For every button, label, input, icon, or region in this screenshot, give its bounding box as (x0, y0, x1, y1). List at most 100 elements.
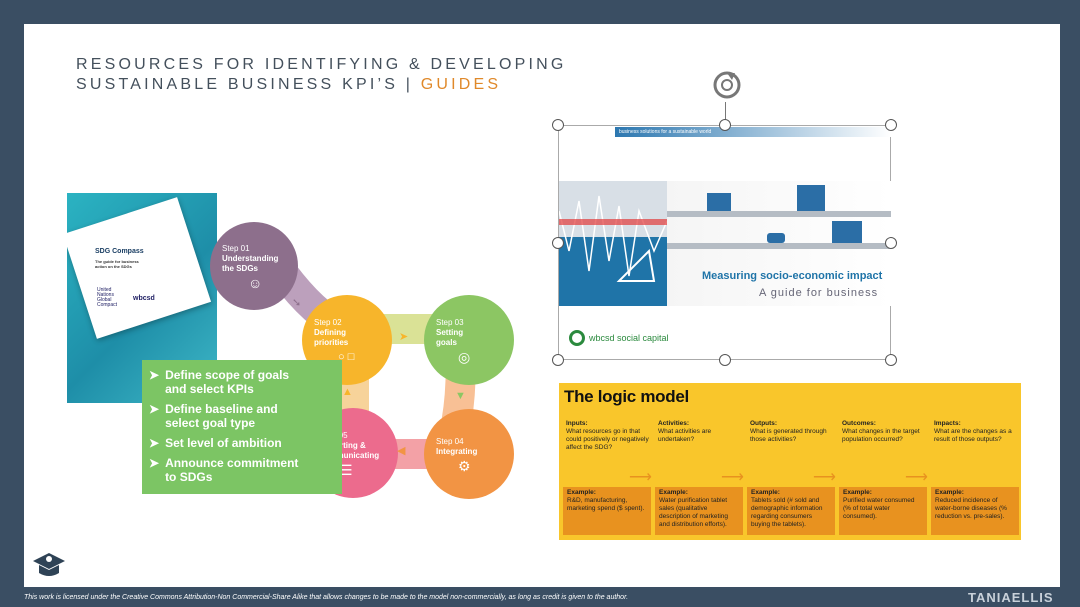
graduation-cap-icon (33, 553, 65, 576)
slide: RESOURCES FOR IDENTIFYING & DEVELOPING S… (24, 24, 1060, 587)
example-text: R&D, manufacturing, marketing spend ($ s… (567, 497, 645, 512)
arrow-icon: ▲ (342, 386, 353, 398)
step-01[interactable]: Step 01 Understanding the SDGs ☺ (210, 222, 298, 310)
building-graphic (707, 193, 731, 211)
logic-model-title: The logic model (564, 387, 689, 406)
resize-handle-top-left[interactable] (552, 119, 564, 131)
resize-handle-bottom-left[interactable] (552, 354, 564, 366)
logic-example: Example:Purified water consumed (% of to… (839, 487, 927, 535)
goal-text: select goal type (165, 416, 256, 430)
resize-handle-top-right[interactable] (885, 119, 897, 131)
step-number: Step 01 (222, 244, 250, 253)
guide-city-scene (667, 181, 891, 306)
column-head: Activities: (658, 420, 690, 427)
step-name: Integrating (436, 447, 478, 456)
speech-bubble-icon: ☰ (340, 462, 353, 478)
column-text: What resources go in that could positive… (566, 428, 649, 451)
target-icon: ◎ (458, 349, 471, 365)
wbcsd-logo-icon (569, 330, 585, 346)
logic-column-outputs: Outputs:What is generated through those … (750, 420, 834, 444)
arrow-icon: ➘ (292, 297, 302, 309)
resize-handle-bottom-right[interactable] (885, 354, 897, 366)
un-logo-text: United Nations Global Compact (97, 287, 118, 308)
example-text: Tablets sold (# sold and demographic inf… (751, 497, 823, 528)
step-number: Step 03 (436, 318, 464, 327)
rotate-handle-icon[interactable] (710, 68, 744, 102)
chevron-right-icon: ➤ (149, 402, 160, 416)
logic-example: Example:Tablets sold (# sold and demogra… (747, 487, 835, 535)
example-text: Reduced incidence of water-borne disease… (935, 497, 1007, 520)
guide-brand: wbcsd social capital (569, 330, 669, 346)
arrow-icon: ◀ (397, 445, 406, 457)
arrow-icon: ▼ (455, 390, 466, 402)
column-text: What is generated through those activiti… (750, 428, 827, 443)
chevron-right-icon: ➤ (149, 436, 160, 450)
chevron-right-icon: ➤ (149, 368, 160, 382)
guide-brand-text: wbcsd social capital (589, 333, 669, 343)
example-label: Example: (567, 489, 596, 496)
line-graph-graphic (558, 195, 668, 282)
wbcsd-logo-text: wbcsd (133, 294, 155, 302)
logic-example: Example:Water purification tablet sales … (655, 487, 743, 535)
step-name: goals (436, 338, 457, 347)
resize-handle-bottom[interactable] (719, 354, 731, 366)
logic-column-activities: Activities:What activities are undertake… (658, 420, 742, 444)
column-text: What activities are undertaken? (658, 428, 712, 443)
logic-column-impacts: Impacts:What are the changes as a result… (934, 420, 1018, 444)
goal-text: Define scope of goals (165, 368, 290, 382)
license-text: This work is licensed under the Creative… (24, 594, 629, 601)
road-line (667, 243, 891, 249)
cover-title: SDG Compass (95, 248, 144, 255)
guide-title: Measuring socio-economic impact (702, 270, 883, 282)
goal-text: Announce commitment (165, 456, 299, 470)
guide-chart-graphic (558, 181, 668, 306)
cover-logos: United Nations Global Compact wbcsd (97, 288, 197, 308)
arrow-icon: ➤ (399, 331, 409, 343)
rotate-handle-stem (725, 102, 726, 122)
example-text: Purified water consumed (% of total wate… (843, 497, 915, 520)
example-label: Example: (843, 489, 872, 496)
column-head: Outputs: (750, 420, 778, 427)
step-name: priorities (314, 338, 349, 347)
title-accent: GUIDES (420, 76, 502, 93)
logic-model-image[interactable]: The logic model Inputs:What resources go… (559, 383, 1021, 540)
step-name: Defining (314, 328, 346, 337)
logic-example: Example:Reduced incidence of water-borne… (931, 487, 1019, 535)
goal-text: and select KPIs (165, 382, 254, 396)
goal-text: Define baseline and (165, 402, 278, 416)
step-name: Setting (436, 328, 464, 337)
resize-handle-right[interactable] (885, 237, 897, 249)
step-number: Step 04 (436, 437, 464, 446)
column-head: Inputs: (566, 420, 588, 427)
logic-column-outcomes: Outcomes:What changes in the target popu… (842, 420, 926, 444)
head-icon: ☺ (248, 275, 263, 291)
author-brand: TANIAELLIS (968, 590, 1054, 605)
step-name: the SDGs (222, 264, 259, 273)
logic-column-inputs: Inputs:What resources go in that could p… (566, 420, 650, 452)
column-head: Outcomes: (842, 420, 876, 427)
step-03[interactable]: Step 03 Setting goals ◎ (424, 295, 514, 385)
factory-graphic (832, 221, 862, 243)
guide-banner: business solutions for a sustainable wor… (615, 127, 891, 137)
resize-handle-top[interactable] (719, 119, 731, 131)
example-label: Example: (751, 489, 780, 496)
slide-title-line-1: RESOURCES FOR IDENTIFYING & DEVELOPING (76, 56, 567, 73)
example-label: Example: (659, 489, 688, 496)
step-number: Step 02 (314, 318, 342, 327)
arrow-right-icon: ⟶ (813, 469, 836, 486)
step-name: communicating (320, 451, 380, 460)
goal-text: to SDGs (165, 470, 213, 484)
cover-subtitle: The guide for business action on the SDG… (95, 259, 139, 269)
socio-economic-guide-image[interactable]: business solutions for a sustainable wor… (558, 125, 891, 360)
resize-handle-left[interactable] (552, 237, 564, 249)
road-line (667, 211, 891, 217)
example-label: Example: (935, 489, 964, 496)
step-04[interactable]: Step 04 Integrating ⚙ (424, 409, 514, 499)
example-text: Water purification tablet sales (qualita… (659, 497, 729, 528)
guide-subtitle: A guide for business (759, 287, 879, 299)
arrow-right-icon: ⟶ (905, 469, 928, 486)
